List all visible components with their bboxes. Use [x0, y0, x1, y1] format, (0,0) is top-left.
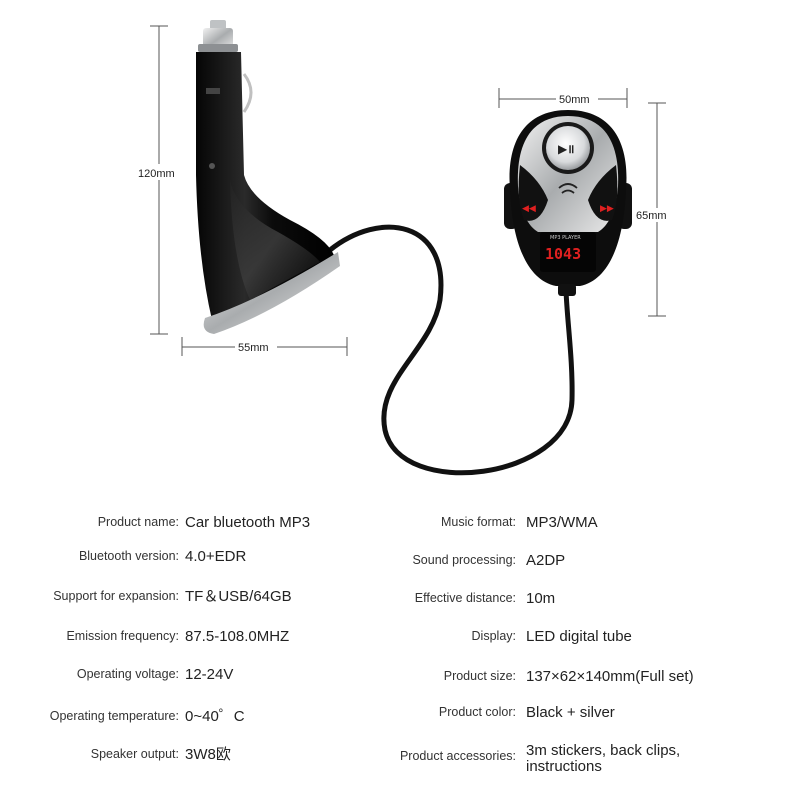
play-pause-icon: ▶॥ — [558, 142, 574, 156]
player-width-label: 50mm — [559, 94, 590, 106]
spec-value: Car bluetooth MP3 — [185, 514, 311, 531]
spec-value: 4.0+EDR — [185, 548, 247, 565]
spec-label: Product color: — [438, 705, 516, 719]
cable — [327, 224, 575, 476]
spec-product-accessories: Product accessories: 3m stickers, back c… — [0, 743, 716, 775]
signal-icon — [561, 189, 575, 194]
car-charger — [196, 20, 340, 334]
spec-value: 3m stickers, back clips, instructions — [526, 742, 681, 775]
spec-label: Product size: — [443, 669, 516, 683]
spec-label: Operating voltage: — [76, 667, 179, 681]
spec-product-color: Product color: Black + silver — [0, 705, 615, 720]
spec-value: LED digital tube — [526, 628, 632, 645]
spec-label: Emission frequency: — [66, 629, 179, 643]
charger-width-label: 55mm — [238, 342, 269, 354]
mp3-player: ◀◀ ▶▶ ▶॥ MP3 PLAYER 1043 — [504, 110, 632, 296]
spec-value: Black + silver — [526, 704, 615, 721]
spec-display: Display: LED digital tube — [0, 629, 632, 644]
spec-sound-processing: Sound processing: A2DP — [0, 553, 565, 568]
led-display-value: 1043 — [545, 245, 581, 263]
screen-caption: MP3 PLAYER — [550, 235, 581, 241]
spec-product-name: Product name: Car bluetooth MP3 — [0, 515, 310, 530]
next-track-icon[interactable]: ▶▶ — [600, 204, 614, 214]
spec-bluetooth-version: Bluetooth version: 4.0+EDR — [0, 549, 246, 564]
spec-operating-temperature: Operating temperature: 0~40゜C — [0, 709, 245, 724]
previous-track-icon[interactable]: ◀◀ — [522, 204, 536, 214]
spec-value: 0~40゜C — [185, 708, 245, 725]
spec-value: 87.5-108.0MHZ — [185, 628, 290, 645]
spec-label: Sound processing: — [412, 553, 516, 567]
spec-effective-distance: Effective distance: 10m — [0, 591, 555, 606]
spec-value: MP3/WMA — [526, 514, 598, 531]
spec-expansion: Support for expansion: TF＆USB/64GB — [0, 588, 292, 605]
spec-value: 137×62×140mm(Full set) — [526, 668, 694, 685]
spec-music-format: Music format: MP3/WMA — [0, 515, 598, 530]
spec-label: Operating temperature: — [49, 709, 179, 723]
spec-value: A2DP — [526, 552, 566, 569]
spec-label: Support for expansion: — [53, 589, 179, 603]
spec-speaker-output: Speaker output: 3W8欧 — [0, 747, 231, 762]
spec-label: Product name: — [97, 515, 179, 529]
play-pause-button[interactable] — [546, 126, 590, 170]
spec-value: 10m — [526, 590, 556, 607]
spec-product-size: Product size: 137×62×140mm(Full set) — [0, 669, 694, 684]
charger-height-label: 120mm — [138, 168, 175, 180]
led-screen — [540, 232, 596, 272]
spec-label: Effective distance: — [414, 591, 516, 605]
product-diagram: 120mm 55mm 50mm 65mm — [138, 20, 667, 476]
spec-label: Product accessories: — [399, 749, 516, 763]
player-height-label: 65mm — [636, 210, 667, 222]
spec-emission-frequency: Emission frequency: 87.5-108.0MHZ — [0, 629, 289, 644]
spec-label: Music format: — [440, 515, 516, 529]
specifications: Product name: Car bluetooth MP3 Bluetoot… — [0, 505, 795, 795]
spec-value: 12-24V — [185, 666, 234, 683]
spec-value: TF＆USB/64GB — [185, 588, 292, 605]
spec-label: Display: — [471, 629, 516, 643]
spec-value: 3W8欧 — [185, 746, 231, 763]
spec-operating-voltage: Operating voltage: 12-24V — [0, 666, 234, 683]
spec-label: Bluetooth version: — [78, 549, 179, 563]
spec-label: Speaker output: — [90, 747, 179, 761]
